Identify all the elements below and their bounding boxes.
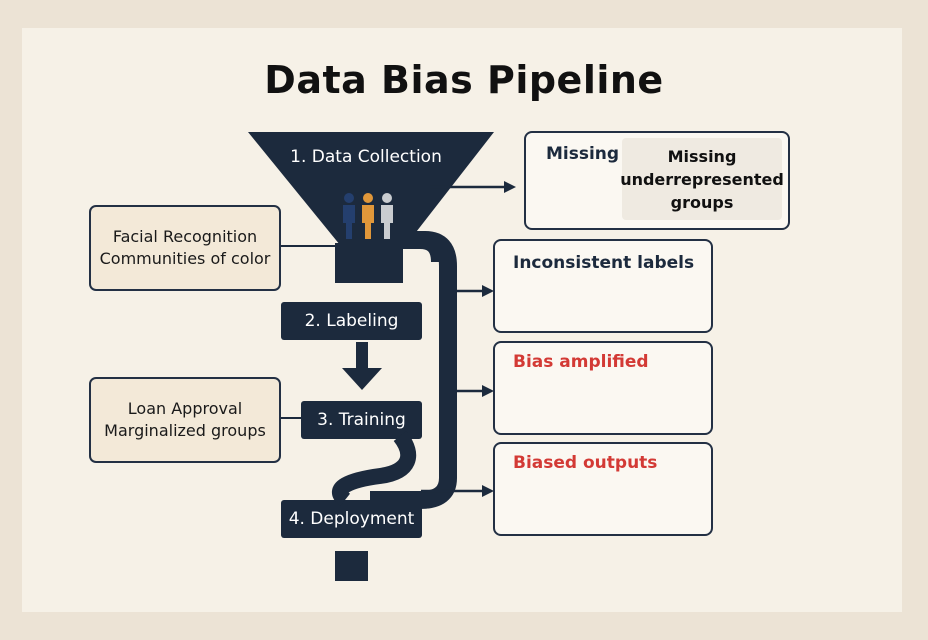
training-to-deployment-curve <box>332 431 417 507</box>
note-line: Communities of color <box>99 249 271 268</box>
stage-labeling-box <box>281 302 422 340</box>
card-inconsistent-labels <box>493 239 713 333</box>
arrow-to-missing <box>430 181 516 193</box>
missing-subtitle-line: Missing <box>667 146 737 166</box>
stage-label-data-collection: 1. Data Collection <box>290 147 442 167</box>
stage-label-training: 3. Training <box>317 410 406 430</box>
arrow-to-inconsistent <box>456 285 494 297</box>
card-biased-outputs <box>493 442 713 536</box>
note-line: Loan Approval <box>127 399 243 418</box>
stage-training-box <box>301 401 422 439</box>
missing-subtitle-line: underrepresented <box>620 169 784 189</box>
collection-funnel <box>248 132 494 245</box>
stage-deployment-box <box>281 500 422 538</box>
missing-subtitle: Missing underrepresented groups <box>620 138 784 220</box>
card-inconsistent-labels-title: Inconsistent labels <box>513 253 695 273</box>
stage-label-deployment: 4. Deployment <box>288 509 415 529</box>
missing-subtitle-line: groups <box>670 192 734 212</box>
arrow-to-amplified <box>456 385 494 397</box>
note-facial-recognition: Facial Recognition Communities of color <box>89 205 281 291</box>
page-title: Data Bias Pipeline <box>264 58 664 102</box>
note-line: Marginalized groups <box>104 421 266 440</box>
note-loan-approval: Loan Approval Marginalized groups <box>89 377 281 463</box>
down-arrow-icon <box>342 342 382 390</box>
funnel-neck <box>335 243 403 283</box>
stage-label-labeling: 2. Labeling <box>304 311 399 331</box>
diagram-canvas <box>22 28 902 612</box>
card-bias-amplified-title: Bias amplified <box>513 352 649 372</box>
card-bias-amplified <box>493 341 713 435</box>
card-missing-title: Missing <box>546 144 620 164</box>
people-icons-funnel <box>343 193 393 239</box>
output-square <box>335 551 368 581</box>
note-line: Facial Recognition <box>112 227 258 246</box>
card-biased-outputs-title: Biased outputs <box>513 453 658 473</box>
arrow-to-outputs <box>421 485 494 497</box>
